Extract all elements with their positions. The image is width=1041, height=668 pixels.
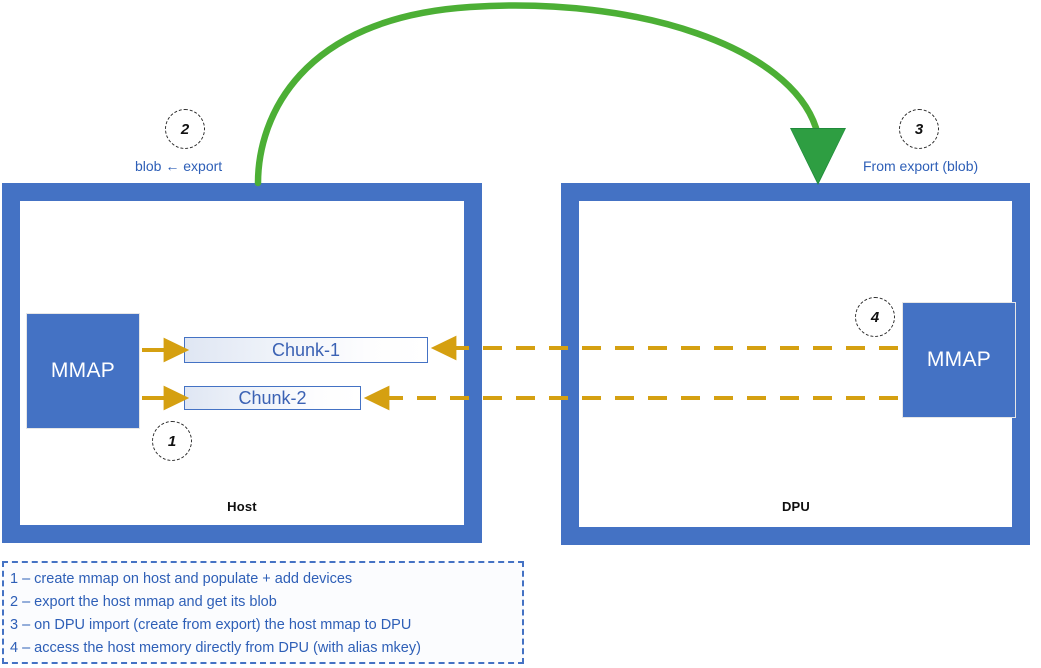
legend-line-3: 3 – on DPU import (create from export) t… [10,617,412,633]
chunk-2-label: Chunk-2 [238,387,307,408]
legend-line-1: 1 – create mmap on host and populate + a… [10,571,353,587]
legend-line-4: 4 – access the host memory directly from… [10,640,421,656]
caption-from-export: From export (blob) [863,158,979,174]
host-container [2,183,482,543]
dpu-mmap-label: MMAP [926,348,992,371]
dpu-label: DPU [781,499,811,514]
dpu-mmap-block[interactable]: MMAP [902,302,1016,418]
caption-blob-export: blob ← export [135,158,223,174]
host-mmap-block[interactable]: MMAP [26,313,140,429]
step-badge-3-number: 3 [914,120,924,138]
host-label: Host [227,499,257,514]
legend-box: 1 – create mmap on host and populate + a… [2,561,524,664]
step-badge-2-number: 2 [180,120,190,138]
chunk-1-bar[interactable]: Chunk-1 [184,337,428,363]
step-badge-4-number: 4 [870,308,880,326]
step-badge-1: 1 [152,421,192,461]
step-badge-3: 3 [899,109,939,149]
chunk-1-label: Chunk-1 [271,339,341,360]
green-export-arrow-icon [254,2,846,187]
step-badge-1-number: 1 [167,432,177,450]
step-badge-2: 2 [165,109,205,149]
step-badge-4: 4 [855,297,895,337]
legend-line-2: 2 – export the host mmap and get its blo… [10,594,277,610]
chunk-2-bar[interactable]: Chunk-2 [184,386,361,410]
host-mmap-label: MMAP [50,359,116,382]
